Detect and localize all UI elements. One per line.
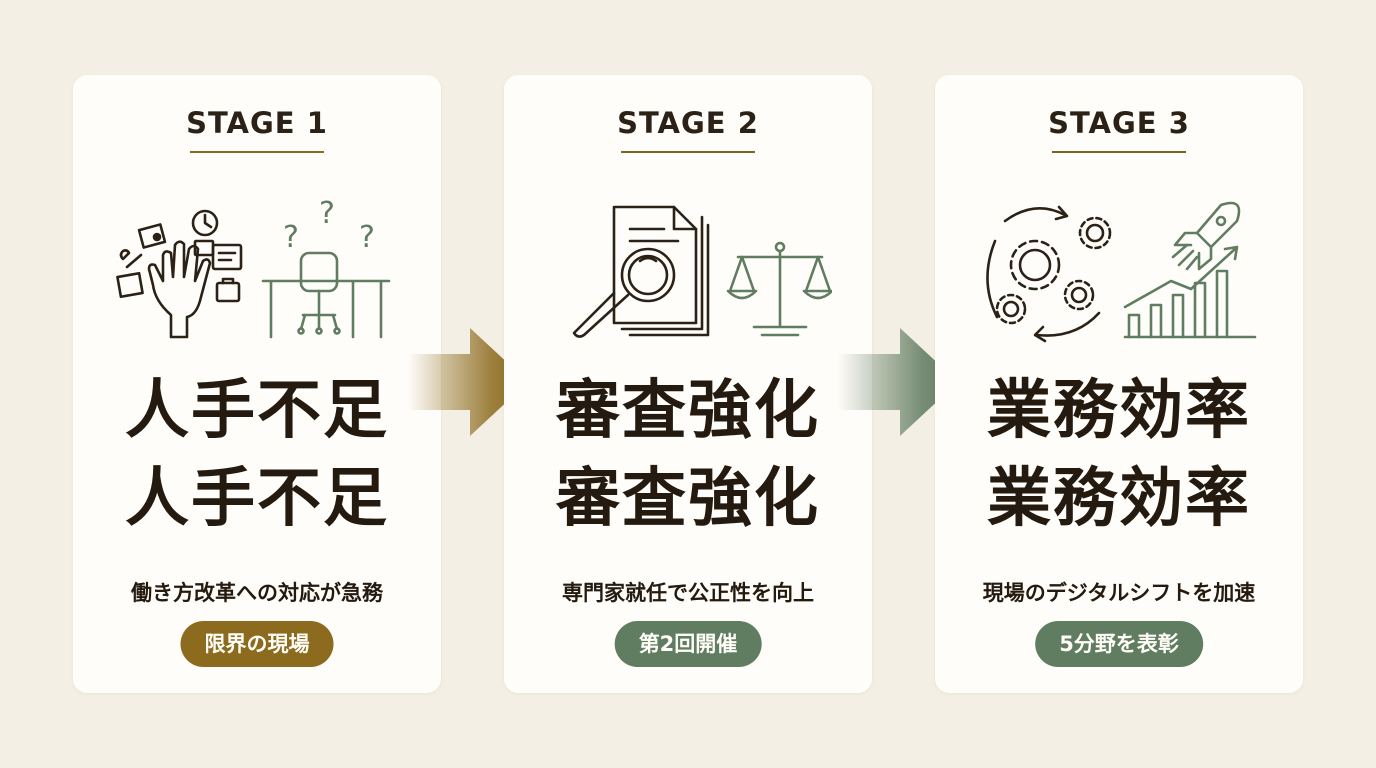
stage-tag: 限界の現場 <box>180 621 334 667</box>
stage-tag: 第2回開催 <box>614 621 762 667</box>
stage-title-line-2: 人手不足 <box>125 461 389 536</box>
stage-title-line-2: 審査強化 <box>556 461 820 536</box>
divider <box>1052 151 1186 153</box>
svg-text:?: ? <box>359 220 375 255</box>
stage-description: 働き方改革への対応が急務 <box>131 581 383 605</box>
document-magnifier-icon <box>572 205 710 338</box>
gears-cycle-icon <box>986 205 1112 343</box>
empty-desk-icon: ? ? ? <box>261 197 391 339</box>
stage-title-line-2: 業務効率 <box>987 461 1251 536</box>
balance-scale-icon <box>726 241 832 337</box>
stage-title-line-1: 業務効率 <box>987 373 1251 448</box>
divider <box>190 151 324 153</box>
rocket-growth-chart-icon <box>1123 201 1257 339</box>
arrow-right-icon <box>408 328 528 436</box>
stage-description: 専門家就任で公正性を向上 <box>562 581 814 605</box>
stage-2-icons <box>572 205 832 338</box>
stage-tag: 5分野を表彰 <box>1035 621 1203 667</box>
svg-text:?: ? <box>319 197 335 231</box>
stage-description: 現場のデジタルシフトを加速 <box>982 581 1256 605</box>
stage-2-card: STAGE 2 審査強化 審査強化 専門家就任で公正性を向上 第2回開催 <box>504 75 872 693</box>
svg-text:?: ? <box>283 220 299 255</box>
stage-3-card: STAGE 3 <box>935 75 1303 693</box>
stage-label: STAGE 3 <box>1048 106 1190 140</box>
stage-title-line-1: 審査強化 <box>556 373 820 448</box>
stage-1-card: STAGE 1 ? ? ? <box>73 75 441 693</box>
stage-title-line-1: 人手不足 <box>125 373 389 448</box>
stage-label: STAGE 1 <box>186 106 328 140</box>
arrow-right-icon <box>838 328 958 436</box>
stage-1-icons: ? ? ? <box>116 197 391 339</box>
stage-label: STAGE 2 <box>617 106 759 140</box>
divider <box>621 151 755 153</box>
stage-3-icons <box>986 201 1257 343</box>
overwhelmed-hand-icon <box>116 209 243 339</box>
